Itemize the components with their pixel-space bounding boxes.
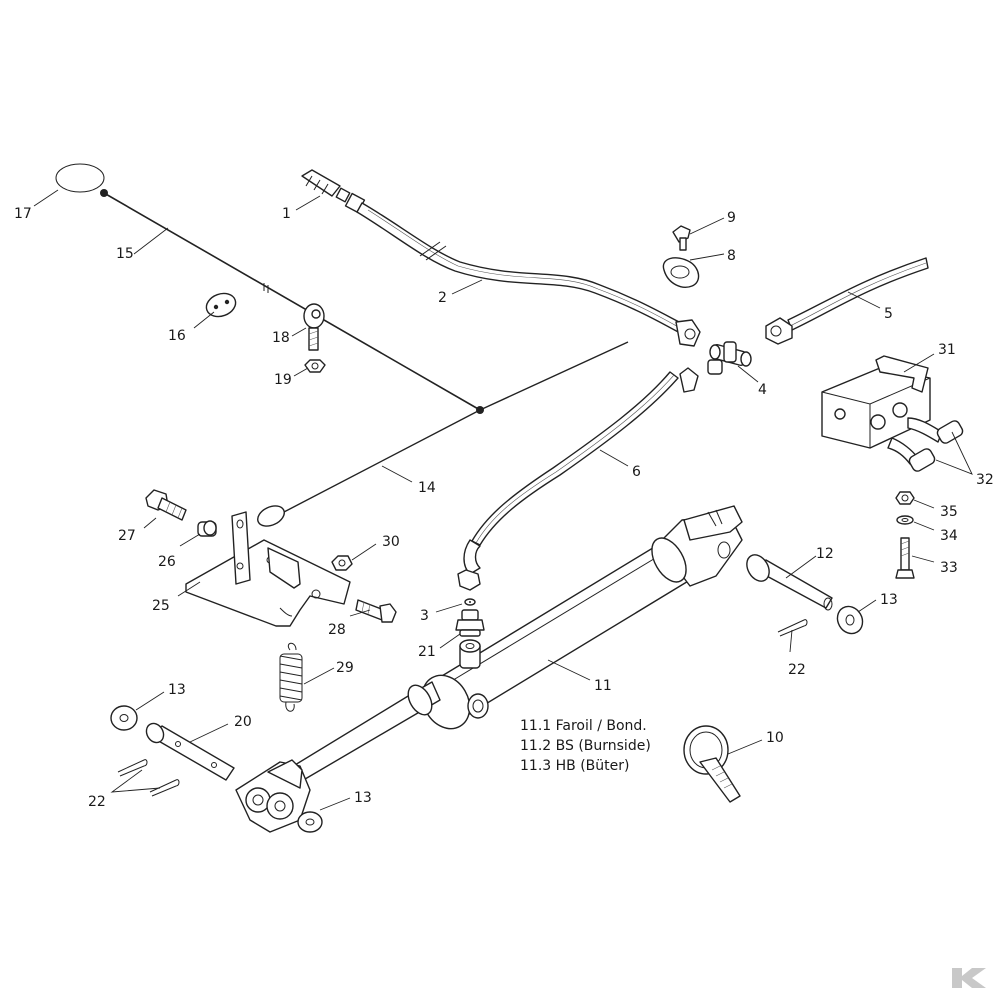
callout-1: 1 (282, 206, 291, 222)
part-13-washer-left (110, 705, 138, 731)
part-22-split-pin-right (777, 619, 808, 637)
callout-12: 12 (816, 546, 834, 562)
part-20-pin (145, 722, 235, 781)
part-11-cylinder (235, 505, 743, 833)
callout-18: 18 (272, 330, 290, 346)
callout-34: 34 (940, 528, 958, 544)
part-34-washer (896, 515, 914, 525)
watermark-logo (948, 962, 992, 992)
part-9-screw (672, 225, 691, 251)
callout-33: 33 (940, 560, 958, 576)
part-19-nut (304, 359, 326, 373)
callout-27: 27 (118, 528, 136, 544)
part-18-eye-bolt (303, 303, 325, 351)
variant-note-2: 11.2 BS (Burnside) (520, 738, 651, 754)
callout-labels: 1 2 3 4 5 6 8 9 10 11 12 13 13 13 14 15 … (14, 206, 994, 810)
callout-15: 15 (116, 246, 134, 262)
callout-20: 20 (234, 714, 252, 730)
part-1-fitting (301, 169, 366, 214)
callout-2: 2 (438, 290, 447, 306)
callout-25: 25 (152, 598, 170, 614)
part-33-bolt (895, 537, 915, 579)
callout-3: 3 (420, 608, 429, 624)
callout-14: 14 (418, 480, 436, 496)
part-35-nut (895, 491, 915, 505)
part-21-fitting (455, 609, 485, 637)
part-29-spring (279, 642, 303, 712)
callout-9: 9 (727, 210, 736, 226)
cable-eye-14 (257, 505, 285, 527)
part-26-bushing (197, 520, 217, 537)
callout-28: 28 (328, 622, 346, 638)
callout-16: 16 (168, 328, 186, 344)
callout-11: 11 (594, 678, 612, 694)
part-22-split-pins-left (117, 759, 180, 797)
part-27-bolt (145, 489, 187, 521)
part-32-elbows (887, 417, 964, 472)
callout-22-left: 22 (88, 794, 106, 810)
cable-end-upper (479, 341, 629, 411)
callout-31: 31 (938, 342, 956, 358)
callout-13-left: 13 (168, 682, 186, 698)
callout-13-right: 13 (880, 592, 898, 608)
cable-14 (283, 409, 481, 513)
callout-5: 5 (884, 306, 893, 322)
callout-30: 30 (382, 534, 400, 550)
part-16-disc (205, 292, 237, 318)
part-3-washer (464, 598, 476, 606)
part-10-ring (683, 725, 741, 803)
part-30-nut (331, 555, 353, 571)
part-4-tee (707, 341, 752, 375)
callout-6: 6 (632, 464, 641, 480)
callout-22-right: 22 (788, 662, 806, 678)
part-31-valve-block (821, 355, 931, 449)
variant-notes: 11.1 Faroil / Bond. 11.2 BS (Burnside) 1… (520, 718, 651, 774)
callout-32: 32 (976, 472, 994, 488)
part-12-pin (746, 554, 833, 611)
callout-21: 21 (418, 644, 436, 660)
callout-35: 35 (940, 504, 958, 520)
callout-8: 8 (727, 248, 736, 264)
cable-15 (103, 192, 481, 411)
callout-17: 17 (14, 206, 32, 222)
callout-19: 19 (274, 372, 292, 388)
variant-note-3: 11.3 HB (Büter) (520, 758, 629, 774)
callout-10: 10 (766, 730, 784, 746)
part-13-washer-bottom (297, 811, 323, 833)
part-28-bolt (355, 599, 397, 623)
callout-29: 29 (336, 660, 354, 676)
callout-4: 4 (758, 382, 767, 398)
part-25-bracket (185, 511, 351, 627)
callout-26: 26 (158, 554, 176, 570)
leader-lines (33, 189, 973, 811)
variant-note-1: 11.1 Faroil / Bond. (520, 718, 647, 734)
part-2-hose (356, 202, 701, 347)
part-13-washer-right (836, 605, 864, 635)
callout-13-bottom: 13 (354, 790, 372, 806)
part-6-hose (457, 367, 699, 591)
part-8-clamp (662, 257, 700, 288)
cable-loop-17 (55, 163, 105, 193)
part-5-hose (765, 257, 929, 345)
